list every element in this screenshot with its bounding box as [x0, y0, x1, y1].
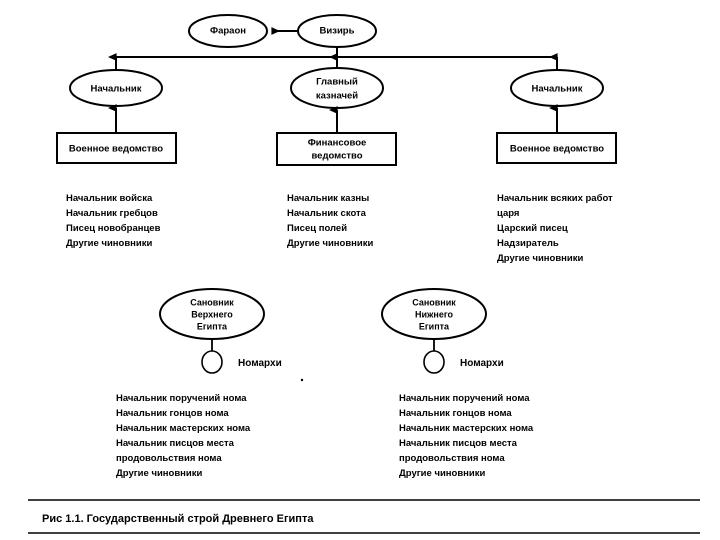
list-item: Другие чиновники: [497, 253, 584, 264]
list-military-left: Начальник войска Начальник гребцов Писец…: [66, 193, 161, 249]
node-noble-upper-label-line1: Сановник: [190, 297, 234, 307]
list-item: Писец полей: [287, 223, 347, 234]
list-item: Начальник поручений нома: [116, 393, 247, 404]
node-treasurer-label-line2: казначей: [316, 91, 358, 102]
node-dept-military-right[interactable]: Военное ведомство: [496, 132, 617, 164]
list-item: Другие чиновники: [116, 468, 203, 479]
node-dept-finance[interactable]: Финансовое ведомство: [276, 132, 397, 166]
node-chief-left[interactable]: Начальник: [69, 69, 163, 107]
list-item: Начальник мастерских нома: [399, 423, 534, 434]
node-noble-lower[interactable]: Сановник Нижнего Египта: [381, 288, 487, 340]
list-nome-right: Начальник поручений нома Начальник гонцо…: [399, 393, 534, 479]
node-chief-right-label: Начальник: [532, 84, 583, 95]
node-nomarch-right-label: Номархи: [460, 358, 504, 369]
list-item: Начальник писцов места: [116, 438, 235, 449]
node-chief-right[interactable]: Начальник: [510, 69, 604, 107]
list-item: Начальник скота: [287, 208, 367, 219]
node-pharaoh[interactable]: Фараон: [188, 14, 268, 48]
node-noble-upper-label-line3: Египта: [197, 321, 228, 331]
ink-dot: [300, 378, 304, 382]
list-item: Начальник войска: [66, 193, 153, 204]
list-item: Царский писец: [497, 223, 568, 234]
list-nome-left: Начальник поручений нома Начальник гонцо…: [116, 393, 251, 479]
list-item: Начальник гонцов нома: [399, 408, 512, 419]
node-noble-lower-label-line3: Египта: [419, 321, 450, 331]
list-item: Начальник всяких работ: [497, 193, 613, 204]
node-dept-military-right-label: Военное ведомство: [510, 144, 604, 155]
node-noble-upper[interactable]: Сановник Верхнего Египта: [159, 288, 265, 340]
node-vizier-label: Визирь: [320, 26, 355, 37]
list-item: продовольствия нома: [399, 453, 505, 464]
list-item: Начальник поручений нома: [399, 393, 530, 404]
list-item: продовольствия нома: [116, 453, 222, 464]
list-item: Другие чиновники: [287, 238, 374, 249]
node-treasurer-label-line1: Главный: [316, 77, 358, 88]
node-pharaoh-label: Фараон: [210, 26, 246, 37]
list-finance: Начальник казны Начальник скота Писец по…: [287, 193, 374, 249]
node-nomarch-left[interactable]: Номархи: [201, 350, 282, 374]
node-dept-military-left-label: Военное ведомство: [69, 144, 163, 155]
node-treasurer[interactable]: Главный казначей: [290, 67, 384, 109]
list-item: Другие чиновники: [66, 238, 153, 249]
node-dept-finance-label-line1: Финансовое: [308, 138, 367, 149]
list-item: Другие чиновники: [399, 468, 486, 479]
list-item: Начальник гребцов: [66, 208, 158, 219]
list-military-right: Начальник всяких работ царя Царский писе…: [497, 193, 613, 264]
list-item: Начальник гонцов нома: [116, 408, 229, 419]
node-chief-left-label: Начальник: [91, 84, 142, 95]
node-noble-lower-label-line2: Нижнего: [415, 309, 453, 319]
list-item: Начальник писцов места: [399, 438, 518, 449]
node-vizier[interactable]: Визирь: [297, 14, 377, 48]
node-nomarch-right[interactable]: Номархи: [423, 350, 504, 374]
list-item: Начальник мастерских нома: [116, 423, 251, 434]
node-dept-finance-label-line2: ведомство: [311, 151, 362, 162]
list-item: Надзиратель: [497, 238, 559, 249]
node-noble-lower-label-line1: Сановник: [412, 297, 456, 307]
node-noble-upper-label-line2: Верхнего: [191, 309, 233, 319]
list-item: Писец новобранцев: [66, 223, 161, 234]
list-item: царя: [497, 208, 519, 219]
list-item: Начальник казны: [287, 193, 369, 204]
node-nomarch-left-label: Номархи: [238, 358, 282, 369]
figure-caption: Рис 1.1. Государственный строй Древнего …: [42, 513, 314, 525]
node-dept-military-left[interactable]: Военное ведомство: [56, 132, 177, 164]
